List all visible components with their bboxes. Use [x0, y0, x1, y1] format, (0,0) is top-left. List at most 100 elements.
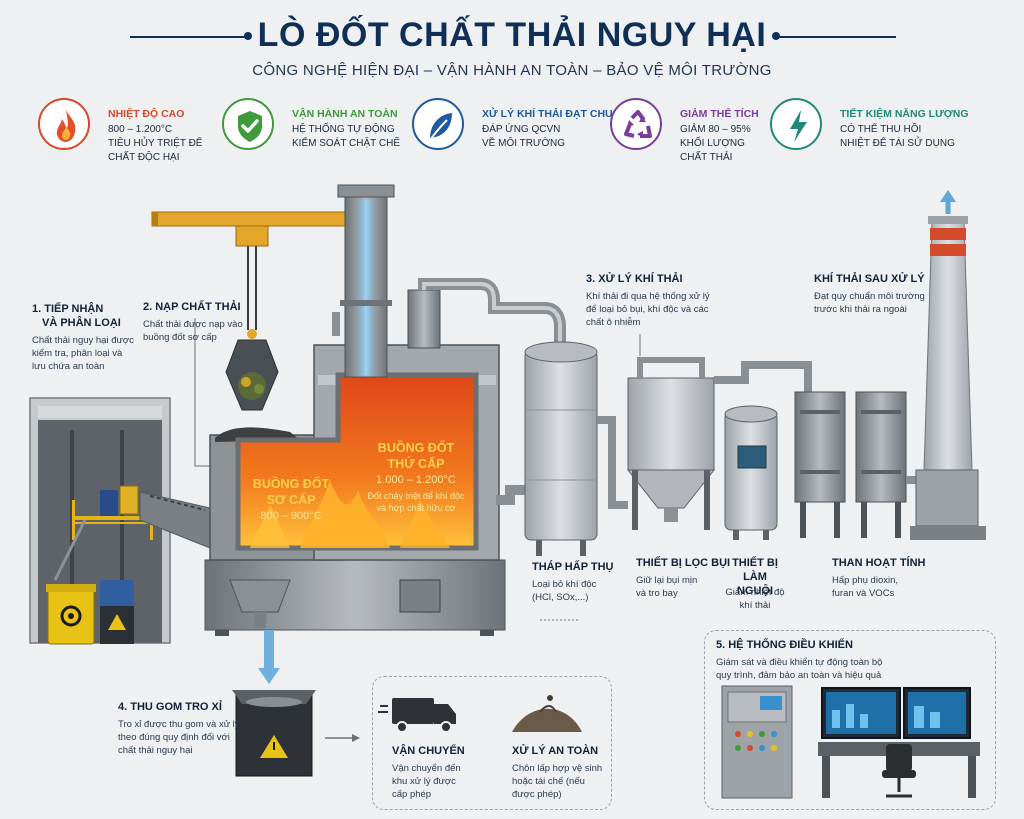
chamber-title: SƠ CẤP [266, 493, 316, 507]
chamber-desc: và hợp chất hữu cơ [376, 503, 456, 513]
disposal-box [372, 676, 612, 810]
page-title-wrap: LÒ ĐỐT CHẤT THẢI NGUY HẠI [0, 16, 1024, 55]
landfill-text: Chôn lấp hợp vệ sinh hoặc tái chế (nếu đ… [512, 762, 602, 801]
feature-text: ĐÁP ỨNG QCVN VỀ MÔI TRƯỜNG [482, 123, 602, 151]
feature-text: 800 – 1.200°C TIÊU HỦY TRIỆT ĐỂ CHẤT ĐỘC… [108, 123, 228, 165]
step-text-line: trước khi thải ra ngoài [814, 304, 907, 315]
feature-line: KIỂM SOÁT CHẶT CHẼ [292, 138, 400, 149]
cooler-text: Giảm nhiệt độ khí thải [718, 586, 792, 612]
step-4-text: Tro xỉ được thu gom và xử lý theo đúng q… [118, 718, 240, 757]
control-cabinet [721, 685, 793, 799]
page-title: LÒ ĐỐT CHẤT THẢI NGUY HẠI [257, 16, 767, 54]
step-text-line: Chất thải được nạp vào [143, 319, 243, 330]
carbon-text: Hấp phụ dioxin, furan và VOCs [832, 574, 898, 600]
feature-text: GIẢM 80 – 95% KHỐI LƯỢNG CHẤT THẢI [680, 123, 800, 165]
cooler-unit [714, 361, 812, 540]
page-subtitle: CÔNG NGHỆ HIỆN ĐẠI – VẬN HÀNH AN TOÀN – … [252, 62, 772, 79]
step-text-line: để loại bỏ bụi, khí độc và các [586, 304, 709, 315]
chamber-temp: 1.000 – 1.200°C [376, 474, 456, 486]
leaf-icon [412, 98, 464, 150]
disposal-text-line: cấp phép [392, 789, 432, 800]
equip-text-line: furan và VOCs [832, 588, 895, 599]
chamber-temp: 800 – 900°C [260, 510, 322, 522]
activated-carbon-unit-2 [855, 391, 924, 538]
step-text-line: kiểm tra, phân loại và [32, 348, 123, 359]
monitoring-screens [818, 687, 980, 798]
step-5-title: 5. HỆ THỐNG ĐIỀU KHIỂN [716, 639, 853, 651]
equip-text-line: Giữ lại bụi mịn [636, 575, 698, 586]
step-text-line: Khí thải đi qua hệ thống xử lý [586, 291, 710, 302]
feature-title: VẬN HÀNH AN TOÀN [292, 108, 398, 120]
step-text-line: quy trình, đảm bảo an toàn và hiệu quả [716, 670, 882, 681]
transport-text: Vận chuyển đến khu xử lý được cấp phép [392, 762, 461, 801]
equip-text-line: (HCl, SOx,...) [532, 592, 589, 603]
feature-title: NHIỆT ĐỘ CAO [108, 108, 185, 120]
feature-text: CÓ THỂ THU HỒI NHIỆT ĐỂ TÁI SỬ DỤNG [840, 123, 980, 151]
equip-text-line: Giảm nhiệt độ [725, 587, 785, 598]
step-text-line: chất ô nhiễm [586, 317, 641, 328]
equip-title-line: THIẾT BỊ [732, 557, 778, 569]
feature-line: CHẤT THẢI [680, 152, 733, 163]
filter-text: Giữ lại bụi mịn và tro bay [636, 574, 697, 600]
feature-line: GIẢM 80 – 95% [680, 124, 751, 135]
combustion-chamber-fire [235, 372, 479, 551]
ash-drop-arrow [258, 630, 280, 684]
equip-title-line: LÀM NGUỘI [736, 571, 774, 597]
lightning-icon [770, 98, 822, 150]
primary-chamber-label: BUỒNG ĐỐT SƠ CẤP 800 – 900°C [246, 476, 336, 524]
equip-text-line: và tro bay [636, 588, 678, 599]
control-system-box [704, 630, 996, 810]
step-text-line: Giám sát và điều khiển tự động toàn bộ [716, 657, 883, 668]
exhaust-text: Đạt quy chuẩn môi trường trước khi thải … [814, 290, 925, 316]
absorber-title: THÁP HẤP THỤ [532, 561, 614, 573]
central-stack [332, 184, 395, 378]
equip-text-line: Hấp phụ dioxin, [832, 575, 899, 586]
step-2-text: Chất thải được nạp vào buồng đốt sơ cấp [143, 318, 243, 344]
feature-line: NHIỆT ĐỂ TÁI SỬ DỤNG [840, 138, 955, 149]
feature-title: TIẾT KIỆM NĂNG LƯỢNG [840, 108, 969, 120]
step-5-text: Giám sát và điều khiển tự động toàn bộ q… [716, 656, 882, 682]
step-3-text: Khí thải đi qua hệ thống xử lý để loại b… [586, 290, 710, 329]
absorber-text: Loại bỏ khí độc (HCl, SOx,...) [532, 578, 596, 604]
step-text-line: chất thải nguy hại [118, 745, 193, 756]
exhaust-title: KHÍ THẢI SAU XỬ LÝ [814, 273, 925, 285]
carbon-title: THAN HOẠT TÍNH [832, 557, 926, 569]
exhaust-arrow [940, 190, 956, 214]
step-title-line: VÀ PHÂN LOẠI [42, 317, 121, 329]
chamber-title: BUỒNG ĐỐT [252, 477, 330, 491]
feature-line: TIÊU HỦY TRIỆT ĐỂ [108, 138, 203, 149]
ash-bin [232, 690, 316, 777]
chimney-stack [910, 216, 986, 540]
hazard-barrels [100, 580, 134, 644]
feature-title: GIẢM THỂ TÍCH [680, 108, 759, 120]
fire-icon [38, 98, 90, 150]
landfill-title: XỬ LÝ AN TOÀN [512, 745, 599, 757]
feature-line: VỀ MÔI TRƯỜNG [482, 138, 566, 149]
operator-chair [882, 744, 916, 798]
recycle-icon [610, 98, 662, 150]
step-text-line: Tro xỉ được thu gom và xử lý [118, 719, 240, 730]
feature-line: CHẤT ĐỘC HẠI [108, 152, 180, 163]
absorber-tower [524, 341, 628, 556]
chamber-title: BUỒNG ĐỐT [377, 441, 455, 455]
secondary-chamber-label: BUỒNG ĐỐT THỨ CẤP 1.000 – 1.200°C Đốt ch… [356, 440, 476, 514]
step-3-title: 3. XỬ LÝ KHÍ THẢI [586, 273, 683, 285]
cooler-title: THIẾT BỊ LÀM NGUỘI [724, 556, 786, 598]
feature-line: HỆ THỐNG TỰ ĐỘNG [292, 124, 395, 135]
step-text-line: Chất thải nguy hại được [32, 335, 134, 346]
landfill-mound-icon [512, 695, 582, 732]
activated-carbon-unit-1 [794, 391, 846, 538]
step-4-title: 4. THU GOM TRO XỈ [118, 701, 222, 713]
truck-icon [378, 698, 456, 733]
flue-gas-duct [407, 278, 566, 505]
step-2-title: 2. NẠP CHẤT THẢI [143, 301, 241, 313]
step-text-line: Đạt quy chuẩn môi trường [814, 291, 925, 302]
grab-claw [225, 339, 279, 411]
step-title-line: 1. TIẾP NHẬN [32, 303, 104, 315]
step-1-title: 1. TIẾP NHẬN VÀ PHÂN LOẠI [32, 302, 121, 330]
feature-text: HỆ THỐNG TỰ ĐỘNG KIỂM SOÁT CHẶT CHẼ [292, 123, 412, 151]
step-text-line: lưu chứa an toàn [32, 361, 105, 372]
step-text-line: theo đúng quy định đối với [118, 732, 230, 743]
dust-filter [626, 357, 716, 530]
